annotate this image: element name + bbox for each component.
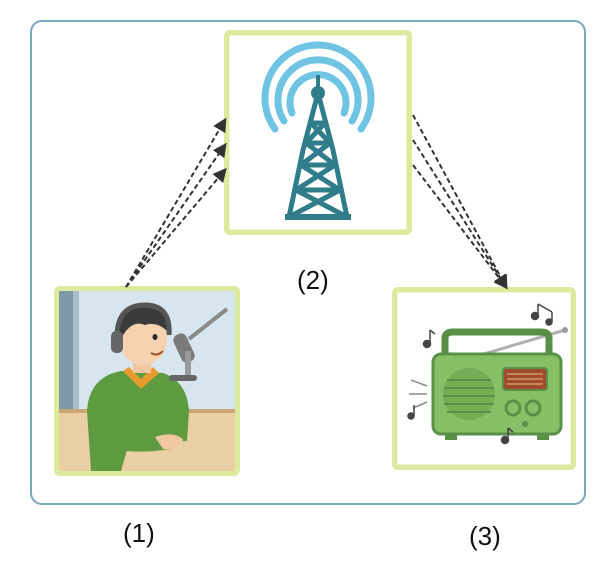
radio-presenter-illustration <box>59 291 235 471</box>
label-radio: (3) <box>469 521 501 551</box>
radio-receiver-card <box>392 287 576 470</box>
broadcast-tower-icon <box>261 41 375 220</box>
portable-radio-illustration <box>407 303 568 445</box>
broadcast-tower-card <box>224 30 412 235</box>
signal-wave-inner <box>286 71 350 117</box>
signal-wave-middle <box>274 56 362 125</box>
studio-presenter-card <box>54 286 240 476</box>
label-tower: (2) <box>297 265 329 295</box>
tower-beacon <box>311 86 325 100</box>
signal-wave-outer <box>261 41 375 133</box>
label-studio: (1) <box>123 518 155 548</box>
